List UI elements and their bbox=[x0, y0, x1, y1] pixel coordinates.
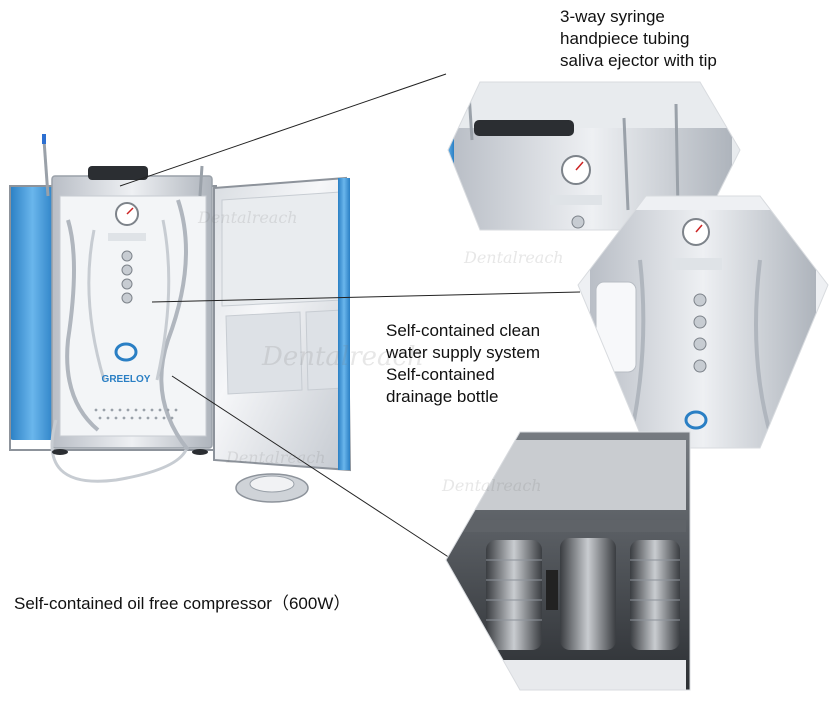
detail-water-system bbox=[578, 196, 828, 448]
detail-compressor bbox=[446, 432, 690, 690]
brand-logo-text: GREELOY bbox=[102, 374, 151, 385]
watermark: Dentalreach bbox=[262, 342, 424, 372]
watermark: Dentalreach bbox=[198, 208, 298, 227]
caption-line: water supply system bbox=[386, 343, 540, 362]
caption-line: handpiece tubing bbox=[560, 29, 690, 48]
caption-line: Self-contained bbox=[386, 365, 495, 384]
caption-line: drainage bottle bbox=[386, 387, 499, 406]
caption-line: 3-way syringe bbox=[560, 7, 665, 26]
watermark: Dentalreach bbox=[442, 476, 542, 495]
case-lid bbox=[213, 176, 352, 472]
watermark: Dentalreach bbox=[226, 448, 326, 467]
callout-lines bbox=[119, 73, 581, 559]
caption-line: saliva ejector with tip bbox=[560, 51, 717, 70]
caption-line: Self-contained clean bbox=[386, 321, 541, 340]
caption-water-system: Self-contained clean water supply system… bbox=[386, 320, 540, 408]
dental-unit-main: GREELOY bbox=[9, 134, 217, 483]
foot-pedal bbox=[235, 473, 309, 503]
caption-compressor: Self-contained oil free compressor（600W） bbox=[14, 594, 351, 613]
watermark: Dentalreach bbox=[464, 248, 564, 267]
caption-syringe-tubing: 3-way syringe handpiece tubing saliva ej… bbox=[560, 6, 717, 72]
